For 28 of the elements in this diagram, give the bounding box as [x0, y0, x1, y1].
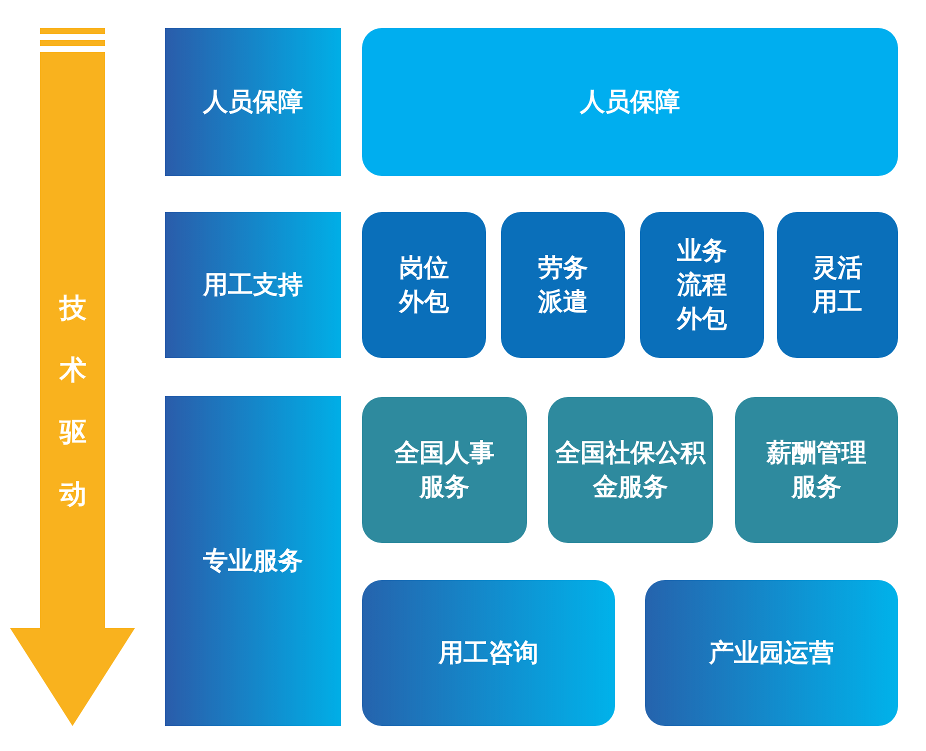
- box-label: 全国社保公积金服务: [556, 437, 706, 503]
- service-box: [362, 212, 486, 358]
- box-label: 用工支持: [203, 269, 303, 301]
- box-label: 劳务派遣: [536, 252, 589, 318]
- box-label: 用工咨询: [438, 637, 538, 669]
- box-label: 产业园运营: [709, 637, 834, 669]
- box-label: 灵活用工: [811, 252, 864, 318]
- box-label: 薪酬管理服务: [765, 437, 868, 503]
- service-box: [362, 397, 527, 543]
- layer-label-band: [165, 28, 341, 176]
- service-box: [640, 212, 764, 358]
- box-label: 全国人事服务: [393, 437, 496, 503]
- layer-label-band: [165, 396, 341, 726]
- service-box: [362, 28, 898, 176]
- downward-arrow: [10, 28, 135, 726]
- service-box: [501, 212, 625, 358]
- service-box: [735, 397, 898, 543]
- service-box: [777, 212, 898, 358]
- service-box: [645, 580, 898, 726]
- box-label: 人员保障: [203, 86, 303, 118]
- box-label: 业务流程外包: [676, 235, 728, 335]
- box-label: 岗位外包: [398, 252, 450, 318]
- service-box: [548, 397, 713, 543]
- box-label: 人员保障: [580, 86, 680, 118]
- box-label: 专业服务: [203, 545, 303, 577]
- service-box: [362, 580, 615, 726]
- arrow-label: 技术驱动: [58, 292, 88, 512]
- layer-label-band: [165, 212, 341, 358]
